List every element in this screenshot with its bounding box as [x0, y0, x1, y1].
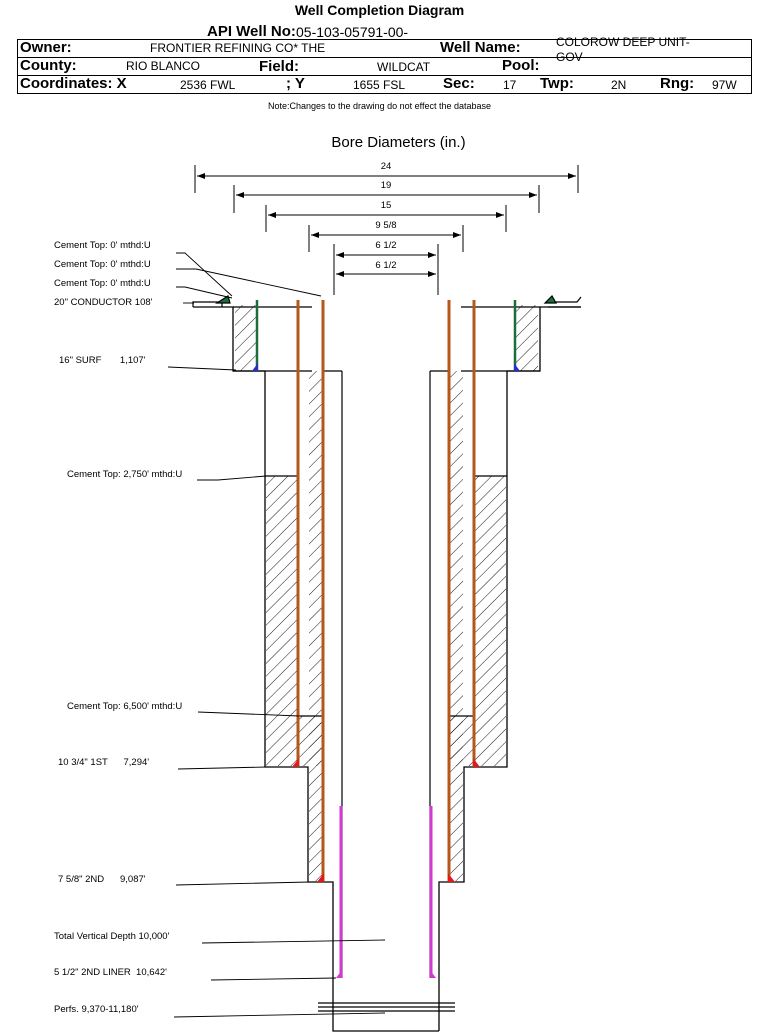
conductor-flanges	[192, 295, 582, 308]
leader-surface	[167, 366, 237, 371]
leader-cement-top-1	[176, 252, 233, 297]
liner-shoe-right	[430, 970, 436, 978]
shoe-2nd-left	[317, 873, 324, 882]
flange-right	[548, 296, 582, 308]
owner-label: Owner:	[20, 39, 72, 56]
cement-left-6500	[299, 716, 323, 766]
dim-label-9-5-8: 9 5/8	[375, 220, 396, 231]
annotation-surface: 16" SURF 1,107'	[59, 355, 146, 366]
borehole-outline	[193, 306, 581, 1032]
owner-value: FRONTIER REFINING CO* THE	[150, 41, 326, 55]
dim-label-24: 24	[381, 161, 392, 172]
annotation-intermediate-2nd: 7 5/8" 2ND 9,087'	[58, 874, 146, 885]
annotation-liner: 5 1/2" 2ND LINER 10,642'	[54, 967, 167, 978]
annotation-cement-top-2: Cement Top: 0' mthd:U	[54, 259, 151, 270]
cement-right-mid	[449, 371, 463, 881]
dim-label-6-1-2-b: 6 1/2	[375, 260, 396, 271]
annotation-intermediate-1st: 10 3/4" 1ST 7,294'	[58, 757, 150, 768]
annotation-cement-top-1: Cement Top: 0' mthd:U	[54, 240, 151, 251]
x-value: 2536 FWL	[180, 78, 236, 92]
shoe-1st-left	[292, 758, 299, 767]
annotation-cement-top-3: Cement Top: 0' mthd:U	[54, 278, 151, 289]
header-row-divider-1	[17, 57, 752, 58]
dim-label-6-1-2-a: 6 1/2	[375, 240, 396, 251]
coordinates-label: Coordinates: X	[20, 75, 127, 92]
dimension-lines	[194, 165, 579, 295]
bore-outline-left	[193, 306, 439, 1032]
cement-right-upper	[474, 476, 506, 766]
field-label: Field:	[259, 58, 299, 75]
leader-cement-6500	[197, 711, 300, 717]
annotation-cement-top-2750: Cement Top: 2,750' mthd:U	[67, 469, 183, 480]
dim-label-19: 19	[381, 180, 392, 191]
leader-cement-top-3	[176, 286, 233, 299]
casing-strings	[255, 300, 517, 978]
database-note: Note:Changes to the drawing do not effec…	[268, 101, 491, 111]
cement-left-upper	[266, 476, 299, 766]
well-name-value: COLOROW DEEP UNIT-GOV	[556, 35, 690, 64]
shoe-2nd-right	[448, 873, 455, 882]
sec-value: 17	[503, 78, 517, 92]
inner-walls	[233, 306, 540, 978]
twp-value: 2N	[611, 78, 627, 92]
cement-left-top	[235, 305, 258, 371]
pool-label: Pool:	[502, 57, 540, 74]
wellhead-left	[214, 295, 231, 304]
leader-liner	[210, 977, 337, 981]
api-label: API Well No:	[207, 23, 296, 40]
bore-diameters-title: Bore Diameters (in.)	[331, 134, 466, 151]
leader-cement-top-2	[176, 268, 322, 297]
header-table	[17, 39, 752, 94]
flange-left	[192, 301, 223, 307]
leader-lines	[167, 252, 386, 1018]
county-label: County:	[20, 57, 77, 74]
y-value: 1655 FSL	[353, 78, 406, 92]
header-row-divider-2	[17, 75, 752, 76]
bore-outline-right	[438, 306, 581, 1031]
leader-perfs	[173, 1012, 386, 1018]
perforations	[318, 1002, 455, 1012]
api-value: 05-103-05791-00-	[296, 24, 409, 40]
shoe-1st-right	[473, 758, 480, 767]
annotation-cement-top-6500: Cement Top: 6,500' mthd:U	[67, 701, 183, 712]
surface-shoe-right	[514, 363, 520, 371]
rng-value: 97W	[712, 78, 737, 92]
field-value: WILDCAT	[377, 60, 431, 74]
cement-right-6500	[450, 716, 473, 766]
sec-label: Sec:	[443, 75, 475, 92]
surface-shoe-left	[252, 363, 258, 371]
rng-label: Rng:	[660, 75, 695, 92]
leader-cement-2750	[197, 475, 267, 481]
leader-total-depth	[201, 939, 386, 944]
casing-shoes	[252, 363, 520, 978]
cement-right-top	[515, 305, 538, 371]
y-label: ; Y	[286, 75, 305, 92]
annotation-total-depth: Total Vertical Depth 10,000'	[54, 931, 170, 942]
cement-regions	[235, 305, 538, 881]
well-name-label: Well Name:	[440, 39, 521, 56]
cement-left-mid	[309, 371, 324, 881]
county-value: RIO BLANCO	[126, 59, 201, 73]
leader-1st	[177, 766, 267, 770]
annotation-perfs: Perfs. 9,370-11,180'	[54, 1004, 139, 1015]
twp-label: Twp:	[540, 75, 574, 92]
liner-shoe-left	[336, 970, 342, 978]
wellhead-right	[543, 295, 558, 304]
leader-2nd	[175, 881, 311, 886]
diagram-title: Well Completion Diagram	[294, 2, 465, 18]
annotation-conductor: 20" CONDUCTOR 108'	[54, 297, 153, 308]
dim-label-15: 15	[381, 200, 392, 211]
